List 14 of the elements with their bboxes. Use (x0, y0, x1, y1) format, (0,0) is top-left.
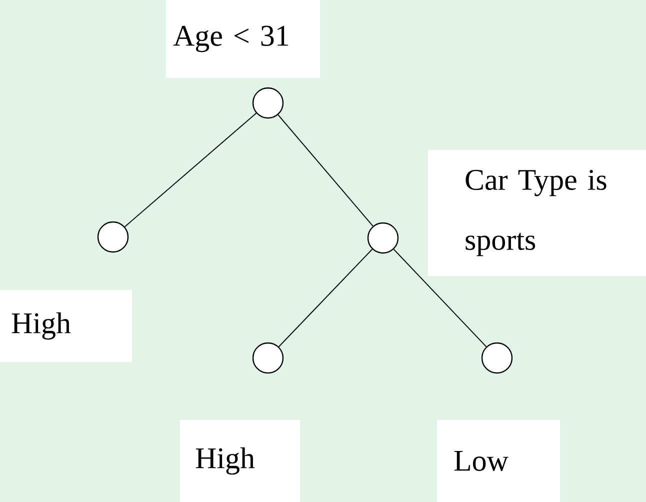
circle-node (252, 87, 284, 119)
branch-line (393, 248, 487, 348)
node-label: High (180, 420, 300, 502)
circle-node (252, 342, 284, 374)
branch-line (278, 248, 373, 348)
node-label: High (0, 290, 132, 362)
branch-line (278, 114, 374, 227)
node-label: Age < 31 (166, 0, 320, 78)
node-label: Car Type is sports (428, 150, 646, 276)
circle-node (97, 221, 129, 253)
node-label: Low (437, 420, 560, 502)
circle-node (367, 222, 399, 254)
branch-line (124, 112, 257, 228)
circle-node (481, 342, 513, 374)
